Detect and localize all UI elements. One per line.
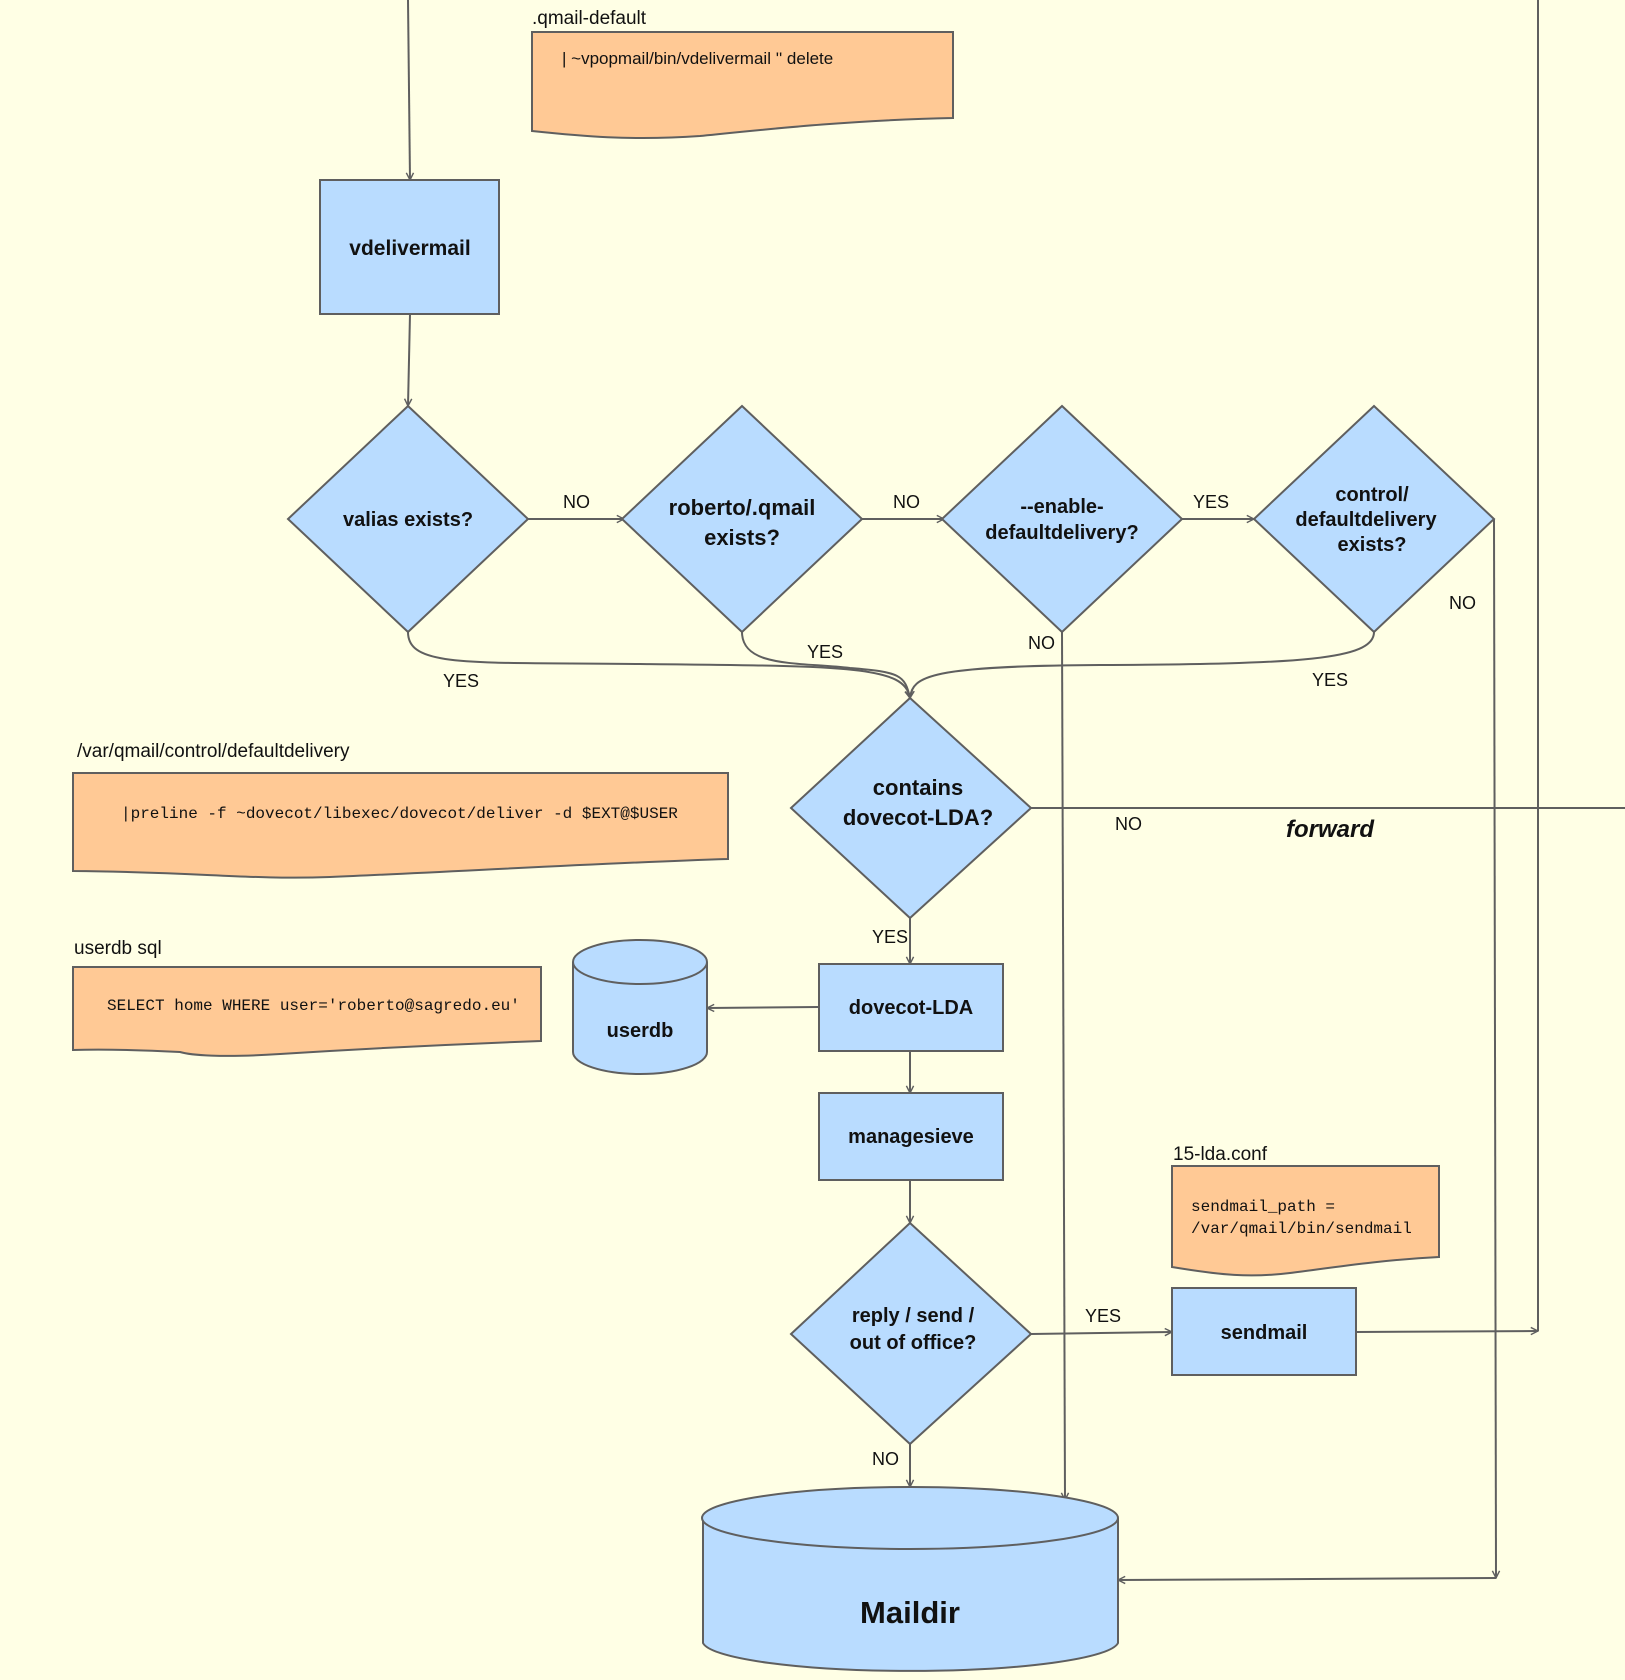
node-label-line-2: exists?: [704, 525, 780, 550]
note-text: |preline -f ~dovecot/libexec/dovecot/del…: [121, 805, 678, 823]
note-title: /var/qmail/control/defaultdelivery: [77, 741, 350, 762]
node-managesieve: managesieve: [818, 1092, 1004, 1181]
note-shape: [72, 772, 729, 879]
node-label-line-1: --enable-: [1020, 496, 1103, 518]
node-label: valias exists?: [343, 509, 473, 531]
note-qmail-default: .qmail-default | ~vpopmail/bin/vdeliverm…: [531, 8, 954, 140]
decision-diamond: [620, 404, 864, 634]
edge-right-border-to-maildir: [1118, 1578, 1497, 1580]
node-label-line-1: roberto/.qmail: [669, 495, 816, 520]
decision-diamond: [1252, 404, 1496, 634]
decision-diamond: [789, 1221, 1033, 1446]
decision-valias-exists: valias exists?: [286, 404, 530, 634]
note-shape: [531, 31, 954, 140]
edge-label-valias-yes: YES: [443, 671, 479, 691]
decision-diamond: [940, 404, 1184, 634]
decision-enable-defaultdelivery: --enable- defaultdelivery?: [940, 404, 1184, 634]
database-cylinder-top: [572, 939, 708, 985]
edge-control-no: [1494, 518, 1496, 1578]
node-vdelivermail: vdelivermail: [319, 179, 500, 315]
process-box: [818, 1092, 1004, 1181]
process-box: [818, 963, 1004, 1052]
node-userdb: userdb: [572, 939, 708, 1075]
node-label-line-3: exists?: [1338, 534, 1407, 556]
edge-label-qmail-yes: YES: [807, 642, 843, 662]
node-label-line-1: reply / send /: [852, 1305, 975, 1327]
forward-label: forward: [1286, 816, 1375, 843]
process-box: [1171, 1287, 1357, 1376]
edge-label-enable-no: NO: [1028, 633, 1055, 653]
node-label: dovecot-LDA: [849, 997, 973, 1019]
edge-lda-to-userdb: [707, 1007, 820, 1008]
database-cylinder: [572, 962, 708, 1075]
node-label-line-2: defaultdelivery: [1295, 509, 1437, 531]
node-label: userdb: [607, 1020, 674, 1042]
note-defaultdelivery: /var/qmail/control/defaultdelivery |prel…: [72, 741, 729, 879]
note-text: SELECT home WHERE user='roberto@sagredo.…: [107, 997, 520, 1015]
node-dovecot-lda: dovecot-LDA: [818, 963, 1004, 1052]
process-box: [319, 179, 500, 315]
edge-label-reply-yes: YES: [1085, 1306, 1121, 1326]
edge-labels: NO NO YES NO YES NO YES YES NO forward Y…: [443, 492, 1476, 1469]
node-label-line-2: out of office?: [850, 1332, 977, 1354]
edge-control-yes: [910, 631, 1375, 698]
edge-label-control-yes: YES: [1312, 670, 1348, 690]
edge-label-qmail-no: NO: [893, 492, 920, 512]
node-label: vdelivermail: [349, 237, 470, 260]
database-cylinder-top: [701, 1486, 1119, 1550]
note-shape: [1171, 1165, 1440, 1277]
edge-label-reply-no: NO: [872, 1449, 899, 1469]
node-label: Maildir: [860, 1595, 960, 1630]
note-userdb-sql: userdb sql SELECT home WHERE user='rober…: [72, 938, 542, 1057]
node-label: sendmail: [1221, 1322, 1308, 1344]
note-text: | ~vpopmail/bin/vdelivermail '' delete: [562, 49, 833, 68]
edge-label-contains-yes: YES: [872, 927, 908, 947]
decision-reply-send-ooo: reply / send / out of office?: [789, 1221, 1033, 1446]
edge-sendmail-out: [1355, 1331, 1538, 1332]
note-text-line-1: sendmail_path =: [1191, 1198, 1335, 1216]
decision-qmail-exists: roberto/.qmail exists?: [620, 404, 864, 634]
node-label: managesieve: [848, 1126, 974, 1148]
note-lda-conf: 15-lda.conf sendmail_path = /var/qmail/b…: [1171, 1144, 1440, 1277]
edge-label-contains-no: NO: [1115, 814, 1142, 834]
node-label-line-2: dovecot-LDA?: [843, 805, 993, 830]
edge-label-control-no: NO: [1449, 593, 1476, 613]
edge-top-to-vdelivermail: [408, 0, 410, 180]
note-title: 15-lda.conf: [1173, 1144, 1268, 1165]
edge-label-valias-no: NO: [563, 492, 590, 512]
edges: [408, 0, 1625, 1580]
node-sendmail: sendmail: [1171, 1287, 1357, 1376]
node-label-line-1: control/: [1335, 484, 1409, 506]
note-shape: [72, 966, 542, 1057]
edge-reply-yes: [1030, 1332, 1172, 1334]
decision-diamond: [286, 404, 530, 634]
edge-qmail-yes: [741, 631, 910, 698]
decision-diamond: [789, 696, 1033, 920]
node-label-line-2: defaultdelivery?: [985, 522, 1138, 544]
edge-vdelivermail-to-valias: [408, 313, 410, 406]
database-cylinder: [702, 1518, 1119, 1672]
edge-enable-no: [1062, 631, 1065, 1500]
decision-contains-dovecot-lda: contains dovecot-LDA?: [789, 696, 1033, 920]
decision-control-defaultdelivery: control/ defaultdelivery exists?: [1252, 404, 1496, 634]
note-title: .qmail-default: [532, 8, 647, 29]
edge-label-enable-yes: YES: [1193, 492, 1229, 512]
note-title: userdb sql: [74, 938, 162, 959]
node-label-line-1: contains: [873, 775, 963, 800]
edge-valias-yes: [407, 631, 910, 698]
note-text-line-2: /var/qmail/bin/sendmail: [1191, 1220, 1412, 1238]
node-maildir: Maildir: [701, 1486, 1119, 1672]
